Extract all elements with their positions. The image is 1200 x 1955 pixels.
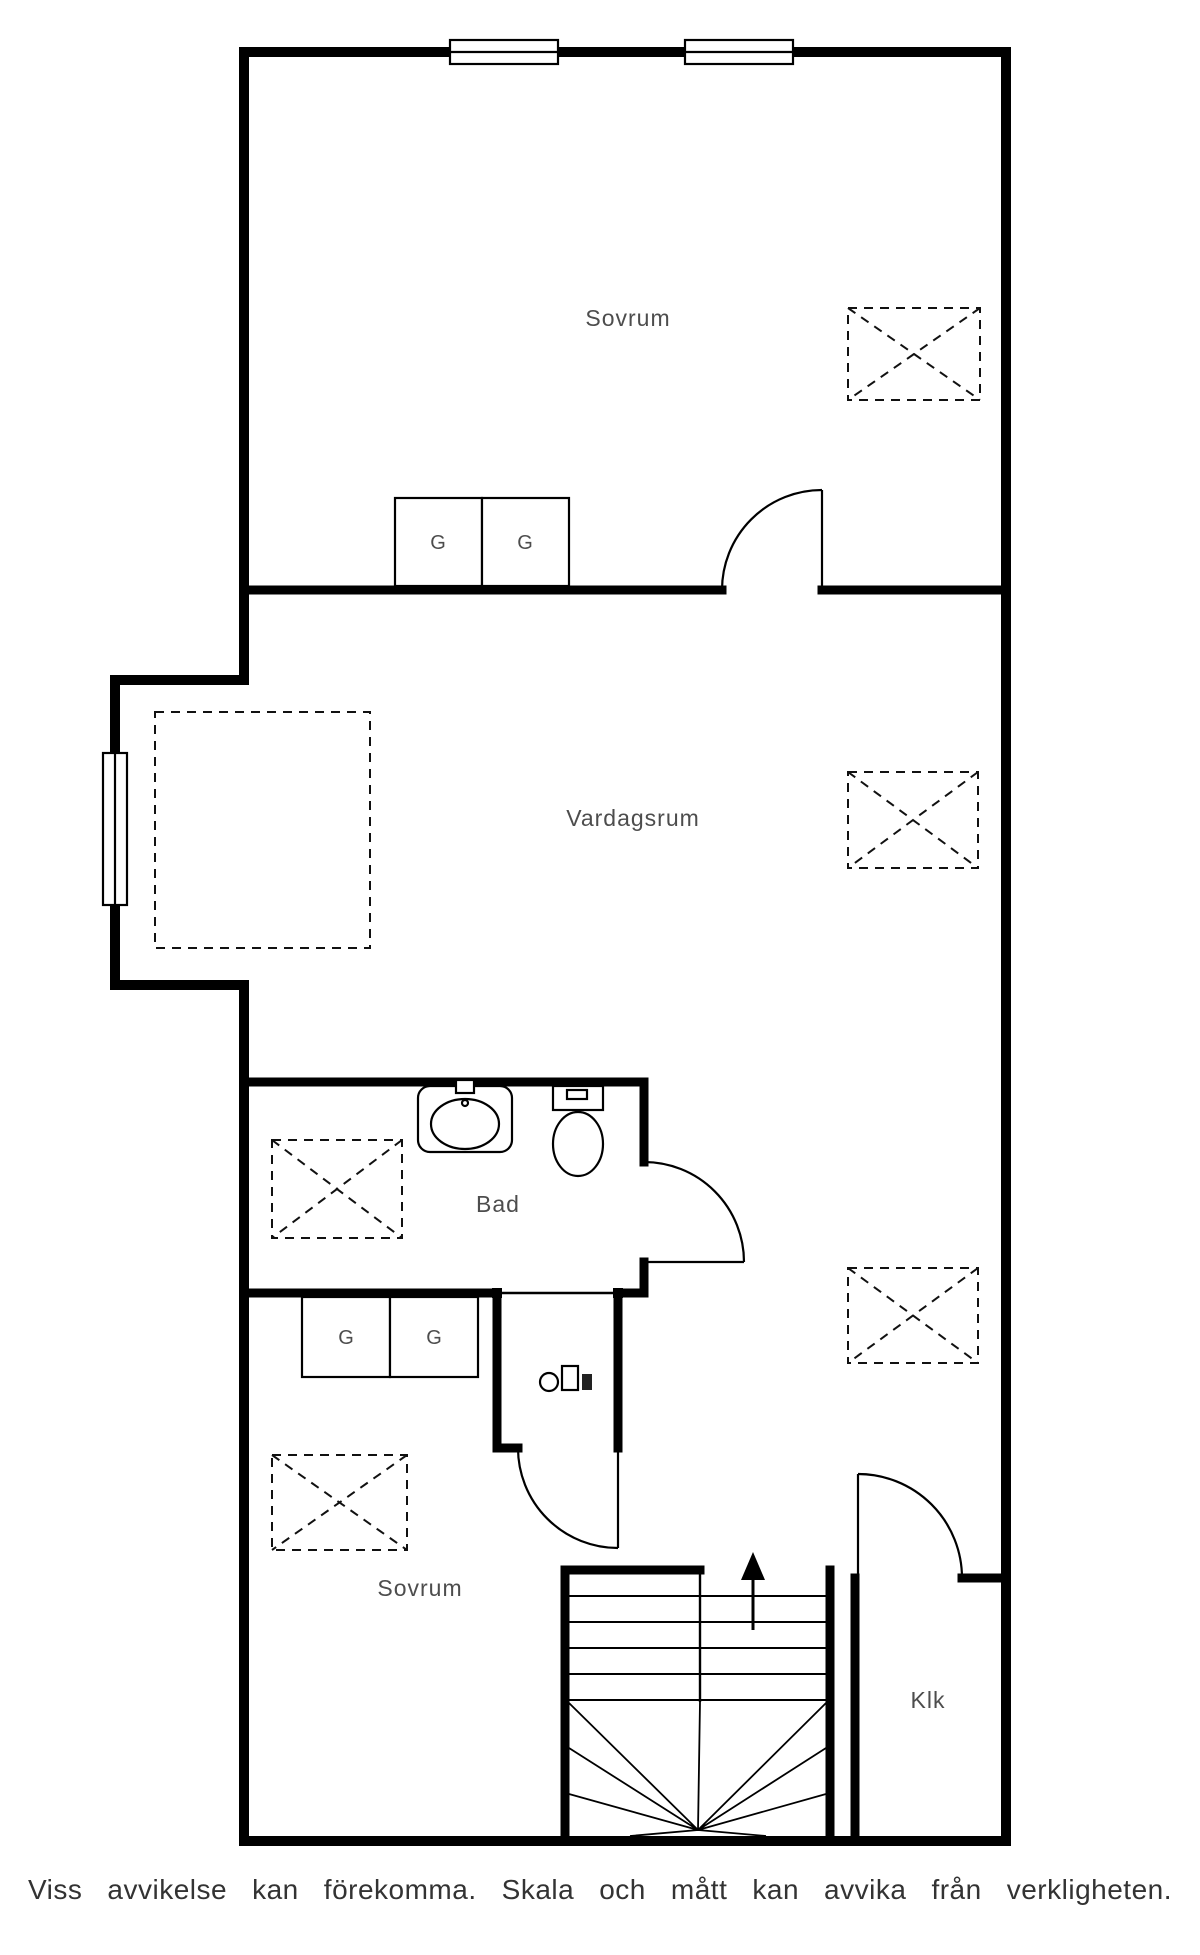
door-swing-icon bbox=[643, 1160, 746, 1264]
wardrobe-box: G G bbox=[393, 496, 571, 588]
up-arrow-icon bbox=[741, 1552, 765, 1630]
window-icon bbox=[101, 751, 129, 907]
window-icon bbox=[448, 38, 560, 66]
window-icon bbox=[683, 38, 795, 66]
disclaimer-text: Viss avvikelse kan förekomma. Skala och … bbox=[28, 1874, 1172, 1905]
dashed-x-marker bbox=[847, 307, 981, 401]
wardrobe-box: G G bbox=[300, 1295, 480, 1379]
room-label-living-room: Vardagsrum bbox=[566, 805, 700, 831]
dashed-x-marker bbox=[847, 1267, 979, 1364]
room-label-bedroom-bottom: Sovrum bbox=[377, 1575, 462, 1601]
door-swing-icon bbox=[856, 1472, 964, 1579]
wardrobe-label: G bbox=[338, 1327, 354, 1349]
stairs bbox=[568, 1574, 827, 1837]
dashed-x-marker bbox=[271, 1139, 403, 1239]
wardrobe-label: G bbox=[426, 1327, 442, 1349]
threshold-line bbox=[492, 1288, 623, 1298]
floor-plan-svg: G G G G bbox=[101, 38, 1011, 1846]
dashed-x-marker bbox=[271, 1454, 408, 1551]
interior-walls bbox=[239, 585, 1011, 1846]
wardrobe-label: G bbox=[517, 532, 533, 554]
wardrobe-label: G bbox=[430, 532, 446, 554]
door-swing-icon bbox=[720, 488, 824, 591]
exterior-walls bbox=[110, 47, 1011, 1846]
room-label-bathroom: Bad bbox=[476, 1191, 520, 1217]
room-label-bedroom-top: Sovrum bbox=[585, 305, 670, 331]
door-swing-icon bbox=[516, 1447, 620, 1550]
room-label-closet: Klk bbox=[911, 1687, 946, 1713]
sink-icon bbox=[416, 1078, 514, 1154]
dashed-x-marker bbox=[847, 771, 979, 869]
toilet-icon bbox=[551, 1084, 605, 1178]
appliance-icons bbox=[538, 1364, 592, 1393]
dashed-alcove-outline bbox=[154, 711, 371, 949]
